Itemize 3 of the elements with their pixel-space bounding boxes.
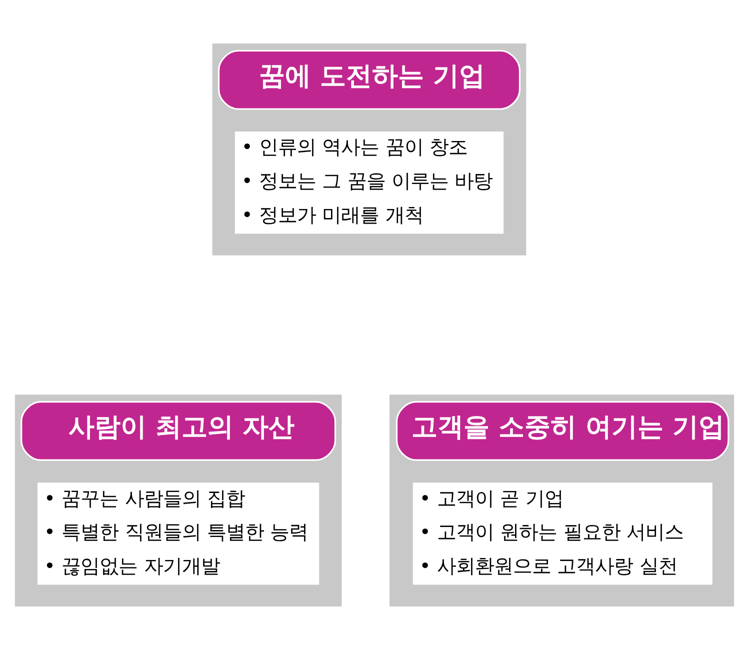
- node-box: 꿈에 도전하는 기업 • 인류의 역사는 꿈이 창조 • 정보는 그 꿈을 이루는 바탕 • 정보가 미래를 개척: [212, 42, 526, 255]
- node-box: 고객을 소중히 여기는 기업 • 고객이 곧 기업 • 고객이 원하는 필요한 서비스 • 사회환원으로 고객사랑 실천: [389, 394, 734, 606]
- node-box: 사람이 최고의 자산 • 꿈꾸는 사람들의 집합 • 특별한 직원들의 특별한 능력 • 끊임없는 자기개발: [14, 394, 342, 606]
